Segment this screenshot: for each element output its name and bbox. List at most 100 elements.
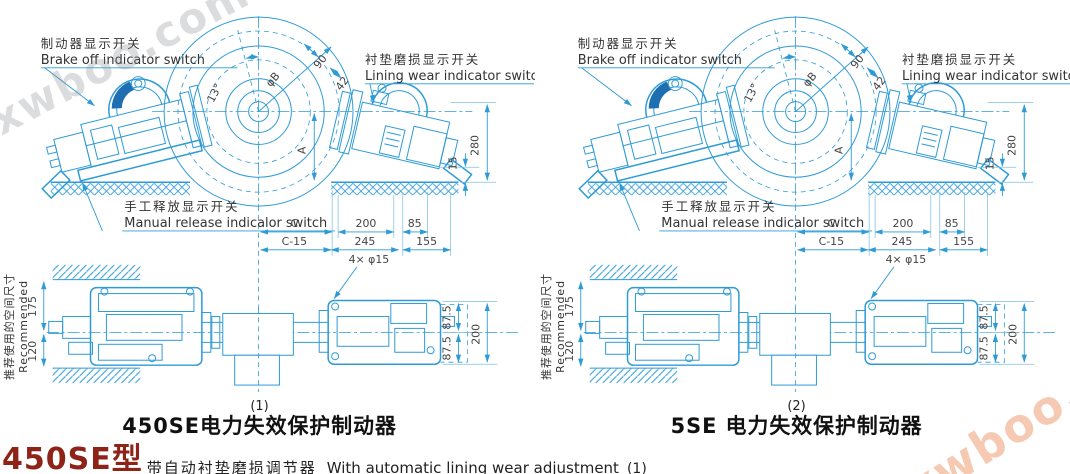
technical-drawing: φB 90 42 13° xyxy=(3,16,535,438)
series-note-en: With automatic lining wear adjustment xyxy=(326,459,619,474)
dim-85: 85 xyxy=(945,217,959,230)
leader-arrow xyxy=(581,67,632,107)
dim-C-15: C-15 xyxy=(282,235,307,248)
holes-leader-arrow xyxy=(333,266,358,299)
recommended-label-cn: 推荐使用的空间尺寸 xyxy=(540,273,553,380)
right-brake-unit-plan xyxy=(318,299,468,365)
dimension-row-2: C-15 245 155 xyxy=(797,235,988,253)
leader-arrow xyxy=(619,182,640,232)
series-name: 450SE型 xyxy=(2,442,143,474)
recommended-label-cn: 推荐使用的空间尺寸 xyxy=(3,273,16,380)
leader-arrow xyxy=(82,182,103,232)
dim-42: 42 xyxy=(870,74,889,93)
lining-wear-label-cn: 衬垫磨损显示开关 xyxy=(902,52,1017,67)
angle-arc xyxy=(245,53,260,60)
dim-C-15: C-15 xyxy=(819,235,844,248)
dim-C: C xyxy=(291,217,299,230)
leader-arrow xyxy=(369,83,375,104)
series-note-index: (1) xyxy=(626,461,647,474)
dim-C: C xyxy=(828,217,836,230)
brake-off-switch-label: 制动器显示开关 Brake off indicator switch xyxy=(577,36,775,107)
side-view: φB 90 42 13° xyxy=(577,16,1070,311)
dim-90-line xyxy=(303,43,319,58)
technical-drawing: φB 90 42 13° xyxy=(540,16,1070,438)
dim-holes: 4× φ15 xyxy=(349,253,390,266)
wall-hatching-bottom xyxy=(589,368,678,384)
dim-175: 175 xyxy=(563,296,576,317)
dim-87-5-top: 87.5 xyxy=(440,305,453,329)
angle-reference-line xyxy=(774,29,796,112)
hub-block xyxy=(222,308,294,393)
dim-plan-200: 200 xyxy=(469,324,482,345)
series-note-cn: 带自动衬垫磨损调节器 xyxy=(146,459,317,474)
brake-off-label-cn: 制动器显示开关 xyxy=(578,36,679,51)
dim-280: 280 xyxy=(1005,135,1018,156)
leader-arrow xyxy=(906,83,912,104)
brake-off-label-cn: 制动器显示开关 xyxy=(41,36,142,51)
ground-hatching xyxy=(50,181,459,196)
bore-diameter-line xyxy=(258,46,332,112)
dim-15: 15 xyxy=(446,156,459,170)
dim-plan-200: 200 xyxy=(1006,324,1019,345)
left-brake-caliper xyxy=(578,76,750,200)
holes-leader-arrow xyxy=(870,266,895,299)
figure-index: (2) xyxy=(787,399,805,414)
dim-175: 175 xyxy=(26,296,39,317)
plan-view: 175 120 推荐使用的空间尺寸 Recommended xyxy=(540,253,1058,393)
dim-42-line xyxy=(866,67,879,79)
manual-release-label-cn: 手工释放显示开关 xyxy=(124,199,239,214)
dimension-row-2: C-15 245 155 xyxy=(260,235,451,253)
wall-hatching-bottom xyxy=(52,368,141,384)
wall-hatching-top xyxy=(589,264,678,280)
figure-index: (1) xyxy=(250,399,268,414)
plan-view: 175 120 推荐使用的空间尺寸 Recommended xyxy=(3,253,521,393)
right-brake-unit-plan xyxy=(855,299,1005,365)
figure-caption: 450SE电力失效保护制动器 xyxy=(122,414,397,438)
dim-245: 245 xyxy=(892,235,913,248)
left-brake-unit-plan xyxy=(48,286,221,366)
dim-angle: 13° xyxy=(204,81,225,104)
brake-off-label-en: Brake off indicator switch xyxy=(578,53,742,68)
angle-arc xyxy=(782,53,797,60)
side-view: φB 90 42 13° xyxy=(41,16,535,311)
series-title-block: 450SE型带自动衬垫磨损调节器 With automatic lining we… xyxy=(2,434,647,474)
dim-42-line xyxy=(329,67,342,79)
manual-release-label-cn: 手工释放显示开关 xyxy=(661,199,776,214)
ground-hatching xyxy=(587,181,996,196)
dim-280: 280 xyxy=(468,135,481,156)
lining-wear-label-en: Lining wear indicator switch xyxy=(902,69,1070,84)
brake-off-label-en: Brake off indicator switch xyxy=(41,53,205,68)
dimension-row-1: C 200 85 xyxy=(797,217,966,235)
manual-release-label-en: Manual release indicalor switch xyxy=(124,216,327,231)
recommended-label-en: Recommended xyxy=(554,280,567,373)
dim-120: 120 xyxy=(563,341,576,362)
brake-disc xyxy=(700,16,891,207)
manual-release-switch-label: 手工释放显示开关 Manual release indicalor switch xyxy=(619,182,873,232)
left-brake-unit-plan xyxy=(585,286,758,366)
lining-wear-label-cn: 衬垫磨损显示开关 xyxy=(365,52,480,67)
drawing-450se-host: φB 90 42 13° xyxy=(3,0,535,442)
dim-90: 90 xyxy=(311,52,330,71)
drawing-5se-host: φB 90 42 13° xyxy=(540,0,1070,442)
dim-90: 90 xyxy=(848,52,867,71)
dim-A: A xyxy=(295,146,308,154)
dim-holes: 4× φ15 xyxy=(886,253,927,266)
wall-hatching-top xyxy=(52,264,141,280)
figure-caption: 5SE 电力失效保护制动器 xyxy=(671,414,923,438)
lining-wear-label-en: Lining wear indicator switch xyxy=(365,69,535,84)
dim-87-5-bottom: 87.5 xyxy=(977,336,990,360)
dim-120: 120 xyxy=(26,341,39,362)
left-brake-caliper xyxy=(41,76,213,200)
dim-155: 155 xyxy=(953,235,974,248)
hub-block xyxy=(759,308,831,393)
right-brake-caliper xyxy=(865,82,1010,186)
angle-reference-line xyxy=(237,29,259,112)
leader-arrow xyxy=(44,67,95,107)
dim-200: 200 xyxy=(893,217,914,230)
bore-diameter-line xyxy=(795,46,869,112)
dim-87-5-top: 87.5 xyxy=(977,305,990,329)
recommended-label-en: Recommended xyxy=(17,280,30,373)
lining-wear-switch-label: 衬垫磨损显示开关 Lining wear indicator switch xyxy=(365,52,535,104)
dim-90-line xyxy=(840,43,856,58)
